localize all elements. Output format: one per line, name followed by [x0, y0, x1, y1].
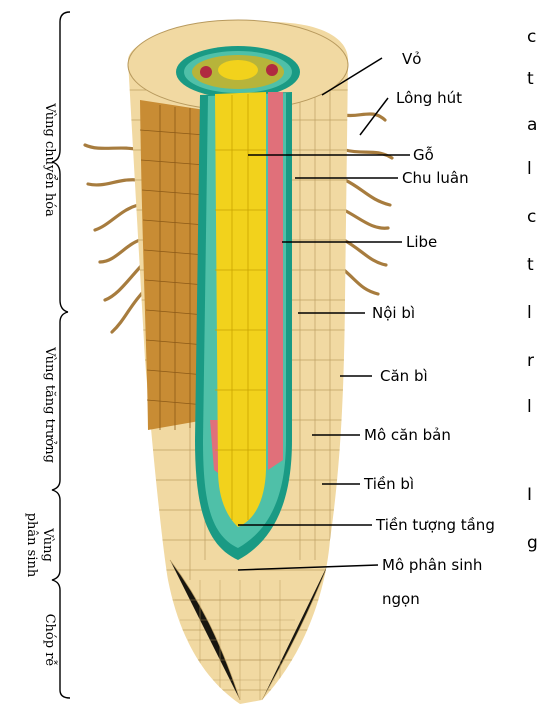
label-mo-phan-sinh-line-1: Mô phân sinh — [382, 556, 482, 574]
label-mo-can-ban: Mô căn bản — [364, 426, 451, 444]
label-tien-tuong-tang: Tiền tượng tầng — [375, 516, 495, 534]
label-libe: Libe — [406, 233, 437, 251]
zone-label-meristem-line-2: phân sinh — [24, 513, 39, 578]
zone-label-maturation: Vùng chuyển hóa — [42, 102, 58, 217]
edge-char: t — [527, 69, 534, 89]
edge-char: t — [527, 255, 534, 275]
zone-label-root-cap: Chóp rễ — [42, 614, 58, 667]
zone-label-meristem-line-1: Vùng — [40, 527, 55, 562]
edge-char: l — [527, 303, 532, 323]
edge-char: a — [527, 115, 537, 135]
label-chu-luan: Chu luân — [402, 169, 469, 187]
label-long-hut: Lông hút — [396, 89, 462, 107]
edge-char: I — [527, 485, 532, 505]
zone-label-elongation: Vùng tăng trưởng — [42, 346, 57, 463]
edge-text-fragments: c t a l c t l r l I g — [527, 27, 538, 553]
label-mo-phan-sinh-line-2: ngọn — [382, 590, 420, 608]
label-noi-bi: Nội bì — [372, 304, 415, 322]
edge-char: l — [527, 159, 532, 179]
label-tien-bi: Tiền bì — [363, 475, 414, 493]
label-go: Gỗ — [413, 146, 434, 164]
edge-char: c — [527, 27, 536, 47]
edge-char: r — [527, 351, 534, 371]
edge-char: c — [527, 207, 536, 227]
edge-char: l — [527, 397, 532, 417]
cut-face — [140, 100, 205, 430]
edge-char: g — [527, 533, 538, 553]
label-vo: Vỏ — [402, 50, 421, 68]
vascular-column — [195, 92, 292, 560]
label-can-bi: Căn bì — [380, 367, 428, 385]
